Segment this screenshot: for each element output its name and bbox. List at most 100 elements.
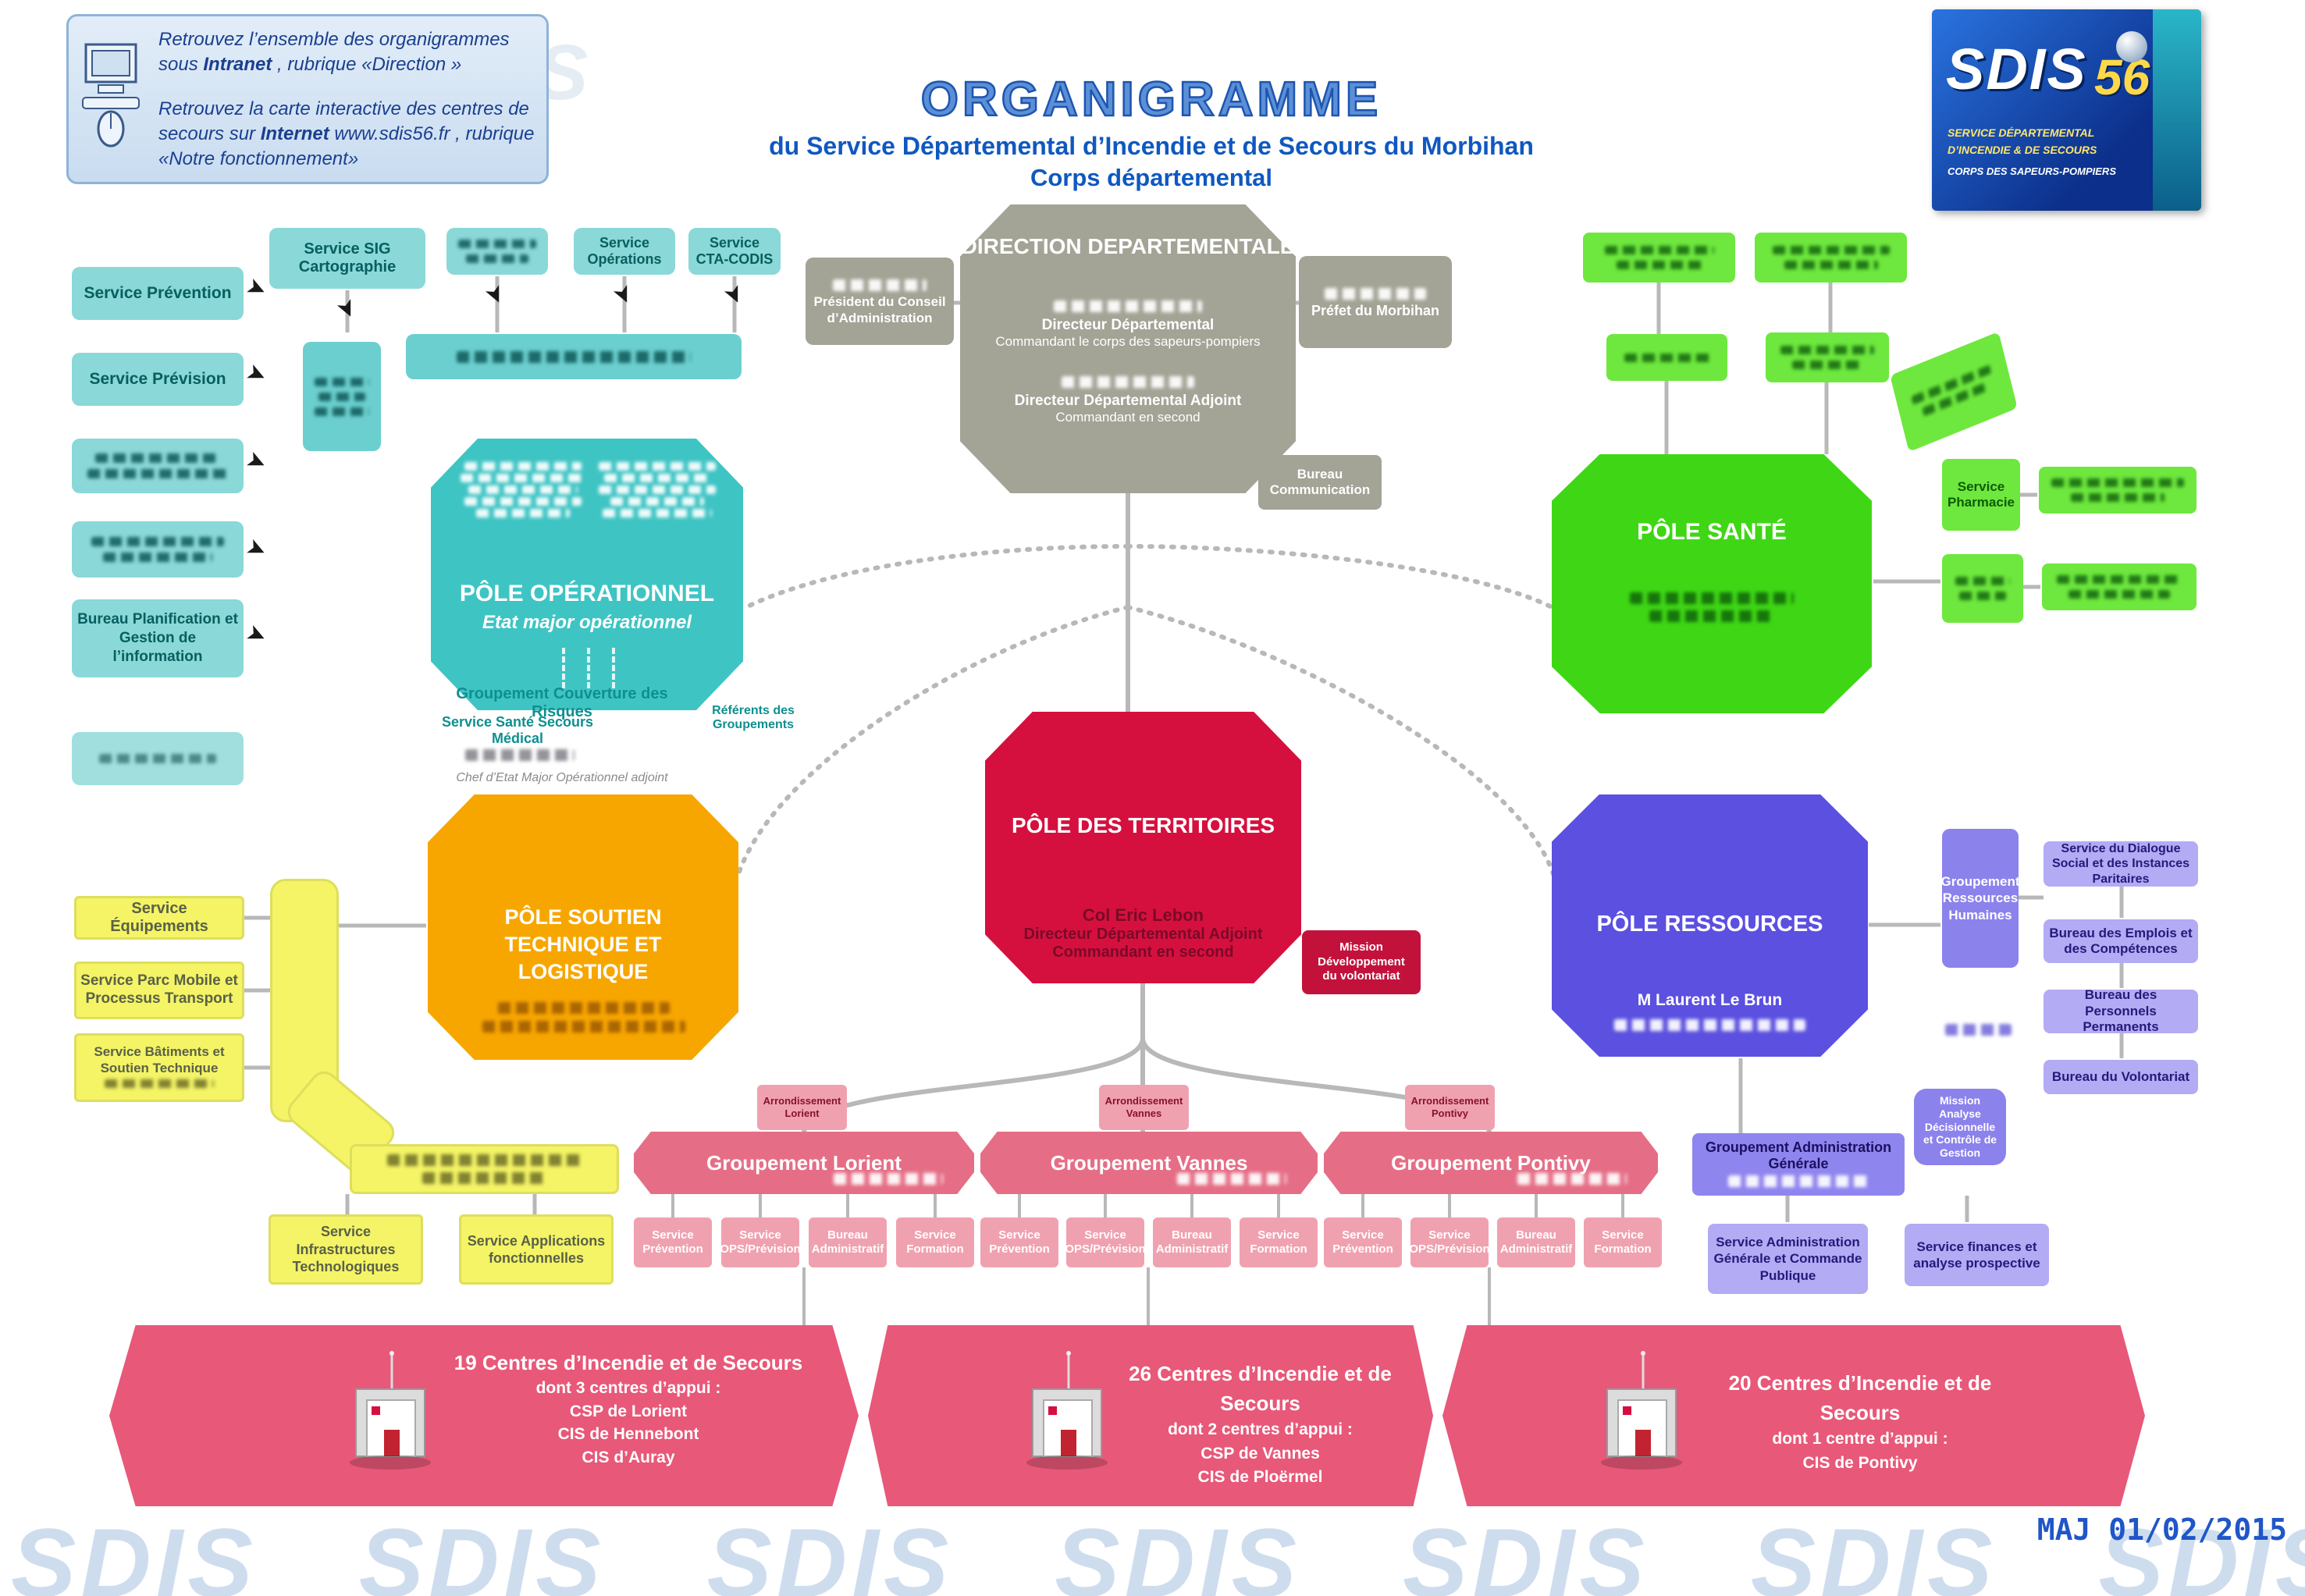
- banner-item: CIS de Hennebont: [557, 1425, 699, 1444]
- service-label: Bureau Administratif: [811, 1228, 884, 1256]
- redacted-services-column-right: [596, 459, 717, 521]
- service-label: Service OPS/Prévision: [720, 1228, 801, 1256]
- service-sante-secours-label: Service Santé Secours Médical: [441, 714, 594, 746]
- banner-lorient-text: 19 Centres d’Incendie et de Secours dont…: [445, 1349, 812, 1469]
- mission-analyse-label: Mission Analyse Décisionnelle et Contrôl…: [1923, 1094, 1997, 1160]
- page-subtitle-1: du Service Départemental d’Incendie et d…: [769, 132, 1534, 160]
- watermark-text: SDIS: [1055, 1509, 1301, 1596]
- green-service-box-redacted: [1766, 332, 1889, 382]
- groupement-service-box: Service Formation: [896, 1217, 974, 1267]
- banner-line-1: 26 Centres d’Incendie et de Secours: [1129, 1362, 1392, 1415]
- logo-photo-strip: [2153, 9, 2201, 211]
- green-service-box-redacted: [1606, 334, 1727, 381]
- groupement-service-box: Service Prévention: [634, 1217, 712, 1267]
- banner-pontivy-text: 20 Centres d’Incendie et de Secours dont…: [1692, 1369, 2028, 1475]
- service-pharmacie-box: Service Pharmacie: [1942, 459, 2020, 531]
- redacted-medecin-name: [1630, 592, 1794, 604]
- groupement-rh-label: Groupement Ressources Humaines: [1940, 874, 2020, 922]
- service-equipements-box: Service Équipements: [74, 896, 244, 940]
- pole-operationnel-title: PÔLE OPÉRATIONNEL: [459, 581, 715, 606]
- redacted-ag-chef-name: [1728, 1175, 1869, 1187]
- banner-line-2: dont 1 centre d’appui :: [1772, 1430, 1948, 1448]
- bureau-planification-label: Bureau Planification et Gestion de l’inf…: [77, 611, 238, 665]
- redacted-adjoint-name: [1062, 376, 1194, 388]
- mission-line-3: du volontariat: [1322, 969, 1400, 983]
- info-text: Retrouvez l’ensemble des organigrammes s…: [158, 27, 535, 171]
- prefet-box: Préfet du Morbihan: [1299, 256, 1452, 348]
- groupement-lorient-label: Groupement Lorient: [706, 1150, 902, 1175]
- service-batiments-label: Service Bâtiments et Soutien Technique: [94, 1044, 225, 1075]
- adjoint-role-2: Commandant en second: [1055, 410, 1201, 425]
- redacted-groupement-chef: [1177, 1173, 1286, 1185]
- pole-sante-title: PÔLE SANTÉ: [1637, 519, 1787, 545]
- teal-groupement-column-redacted: [303, 342, 381, 451]
- referents-groupements-label: Référents des Groupements: [712, 704, 795, 731]
- banner-pontivy: 20 Centres d’Incendie et de Secours dont…: [1442, 1325, 2145, 1506]
- green-service-box-redacted: [1942, 554, 2023, 623]
- service-label: Service Formation: [1594, 1228, 1652, 1256]
- pole-ressources-box: PÔLE RESSOURCES M Laurent Le Brun: [1552, 794, 1868, 1057]
- groupement-pontivy-label: Groupement Pontivy: [1391, 1150, 1591, 1175]
- president-label: Président du Conseil d’Administration: [813, 294, 946, 325]
- banner-vannes: 26 Centres d’Incendie et de Secours dont…: [868, 1325, 1433, 1506]
- service-operations-box: Service Opérations: [574, 228, 675, 275]
- watermark-text: SDIS: [11, 1509, 258, 1596]
- groupement-pontivy-bar: Groupement Pontivy: [1324, 1132, 1658, 1194]
- service-sig-label: Service SIG Cartographie: [298, 240, 397, 275]
- service-prevention-box: Service Prévention: [72, 267, 244, 320]
- redacted-groupement-label: [482, 1021, 685, 1033]
- groupement-service-box: Bureau Administratif: [809, 1217, 887, 1267]
- groupement-service-box: Bureau Administratif: [1153, 1217, 1231, 1267]
- service-batiments-box: Service Bâtiments et Soutien Technique: [74, 1033, 244, 1102]
- logo-caption-3: CORPS DES SAPEURS-POMPIERS: [1948, 165, 2116, 177]
- pole-ressources-title: PÔLE RESSOURCES: [1596, 912, 1823, 937]
- groupement-service-box: Service OPS/Prévision: [720, 1217, 801, 1267]
- green-referents-box-redacted: [2042, 563, 2197, 610]
- teal-left-box-redacted: [72, 521, 244, 578]
- redacted-chef-role: [1614, 1019, 1805, 1031]
- pole-territoires-title: PÔLE DES TERRITOIRES: [1011, 813, 1275, 837]
- pole-soutien-box: PÔLE SOUTIEN TECHNIQUE ET LOGISTIQUE: [428, 794, 738, 1060]
- service-equipements-label: Service Équipements: [110, 900, 208, 935]
- banner-item: CSP de Lorient: [569, 1402, 688, 1420]
- info-text-part: , rubrique «Direction »: [272, 53, 462, 75]
- groupement-vannes-label: Groupement Vannes: [1050, 1150, 1248, 1175]
- banner-line-2: dont 3 centres d’appui :: [535, 1379, 721, 1398]
- bureau-planification-box: Bureau Planification et Gestion de l’inf…: [72, 599, 244, 677]
- director-role-2: Commandant le corps des sapeurs-pompiers: [995, 334, 1261, 349]
- redacted-rh-chef-name: [1945, 1024, 2012, 1036]
- service-label: Service Prévention: [989, 1228, 1050, 1256]
- ressources-chef-name: M Laurent Le Brun: [1637, 991, 1783, 1009]
- yellow-groupement-bar-redacted: [350, 1144, 619, 1194]
- banner-line-1: 20 Centres d’Incendie et de Secours: [1728, 1371, 1992, 1424]
- bureau-emplois-box: Bureau des Emplois et des Compétences: [2044, 919, 2198, 963]
- sdis56-logo: SDIS 56 SERVICE DÉPARTEMENTAL D’INCENDIE…: [1932, 9, 2201, 211]
- pole-sante-box: PÔLE SANTÉ: [1552, 454, 1872, 713]
- dashed-divider: [612, 648, 615, 688]
- mission-line-2: Développement: [1318, 954, 1405, 969]
- bureau-personnels-box: Bureau des Personnels Permanents: [2044, 987, 2198, 1034]
- fire-station-icon: [350, 1351, 431, 1470]
- service-infrastructures-box: Service Infrastructures Technologiques: [269, 1214, 423, 1285]
- service-parc-mobile-box: Service Parc Mobile et Processus Transpo…: [74, 962, 244, 1019]
- groupement-couverture-label: Groupement Couverture des Risques: [456, 685, 668, 720]
- groupement-service-box: Service OPS/Prévision: [1065, 1217, 1146, 1267]
- groupement-service-box: Bureau Administratif: [1497, 1217, 1575, 1267]
- fire-station-icon: [1026, 1351, 1108, 1470]
- service-label: Service OPS/Prévision: [1065, 1228, 1146, 1256]
- groupement-service-box: Service OPS/Prévision: [1409, 1217, 1490, 1267]
- president-box: Président du Conseil d’Administration: [806, 258, 954, 345]
- service-applications-label: Service Applications fonctionnelles: [467, 1232, 606, 1267]
- director-role: Directeur Départemental: [1041, 317, 1215, 333]
- mission-volontariat-box: Mission Développement du volontariat: [1302, 930, 1421, 994]
- groupement-lorient-bar: Groupement Lorient: [634, 1132, 974, 1194]
- dialogue-social-label: Service du Dialogue Social et des Instan…: [2051, 842, 2190, 886]
- groupement-service-box: Service Prévention: [1324, 1217, 1402, 1267]
- pole-territoires-box: PÔLE DES TERRITOIRES Col Eric Lebon Dire…: [985, 712, 1301, 983]
- banner-item: CSP de Vannes: [1201, 1444, 1320, 1463]
- prefet-label: Préfet du Morbihan: [1311, 303, 1439, 318]
- groupement-service-box: Service Formation: [1584, 1217, 1662, 1267]
- redacted-groupement-chef: [834, 1173, 943, 1185]
- service-prevision-box: Service Prévision: [72, 353, 244, 406]
